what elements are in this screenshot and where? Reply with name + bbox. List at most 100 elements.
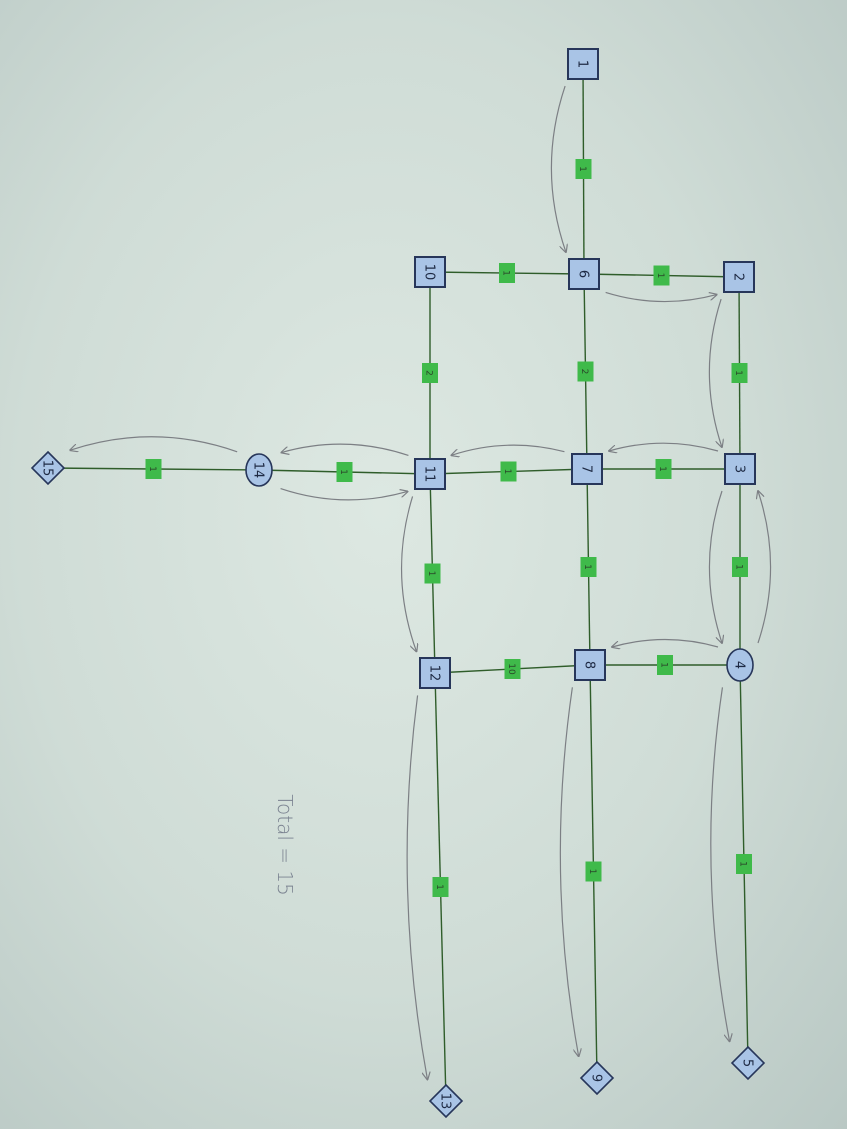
node-label-5: 5 [740, 1059, 755, 1067]
weight-box-2-3: 1 [731, 363, 748, 383]
path-arrow-6-2 [605, 291, 717, 303]
weight-label-3-4: 1 [734, 564, 744, 570]
weight-box-14-15: 1 [145, 459, 162, 479]
node-11-square [414, 458, 446, 490]
weight-box-4-8: 1 [657, 655, 673, 675]
path-arrow-1-6 [550, 85, 565, 252]
weight-label-1-6: 1 [577, 166, 587, 172]
node-label-15: 15 [40, 460, 55, 477]
weight-box-11-12: 1 [424, 563, 441, 584]
node-label-14: 14 [251, 462, 266, 479]
node-10: 10 [414, 256, 446, 288]
node-7: 7 [571, 453, 603, 485]
weight-box-1-6: 1 [575, 159, 592, 179]
weight-box-3-4: 1 [732, 557, 748, 577]
weight-box-4-5: 1 [736, 854, 752, 874]
weight-box-7-8: 1 [580, 557, 597, 577]
node-label-13: 13 [438, 1093, 453, 1110]
node-3-square [724, 453, 756, 485]
weight-box-12-13: 1 [432, 877, 449, 897]
node-12: 12 [419, 657, 451, 689]
weight-label-6-10: 1 [501, 270, 511, 276]
weight-box-8-9: 1 [585, 861, 602, 882]
node-5: 5 [730, 1045, 766, 1081]
weight-label-8-12: 10 [506, 663, 516, 675]
node-14-circle [245, 453, 273, 487]
path-arrow-14-11 [280, 487, 408, 501]
weight-box-6-10: 1 [499, 263, 515, 283]
node-label-4: 4 [732, 661, 747, 669]
weight-box-10-11: 2 [422, 363, 438, 383]
path-arrow-11-14 [281, 443, 409, 457]
node-4-circle [726, 648, 754, 682]
weight-label-6-7: 2 [579, 369, 589, 375]
node-13-diamond [428, 1083, 464, 1119]
path-arrow-3-4 [708, 490, 722, 643]
node-9-diamond [579, 1060, 615, 1096]
weight-box-6-7: 2 [577, 361, 594, 382]
path-arrow-4-5 [710, 687, 730, 1041]
weight-box-6-2: 1 [653, 265, 670, 286]
weight-label-7-8: 1 [582, 564, 592, 570]
node-13: 13 [428, 1083, 464, 1119]
path-arrow-2-3 [708, 298, 722, 447]
path-arrow-8-9 [559, 687, 578, 1056]
path-arrow-12-13 [406, 695, 427, 1079]
weight-label-11-14: 1 [338, 469, 348, 475]
path-arrow-11-12 [400, 496, 417, 651]
node-label-3: 3 [732, 465, 747, 473]
node-9: 9 [579, 1060, 615, 1096]
node-15: 15 [30, 450, 66, 486]
node-label-8: 8 [582, 661, 597, 669]
node-label-1: 1 [575, 60, 590, 68]
path-arrow-3-7 [609, 442, 719, 451]
weight-label-8-9: 1 [587, 869, 597, 875]
node-label-6: 6 [576, 270, 591, 278]
weight-label-4-8: 1 [659, 662, 669, 668]
weight-label-3-7: 1 [657, 466, 667, 472]
node-2: 2 [723, 261, 755, 293]
path-arrow-4-8 [612, 638, 719, 648]
weight-box-8-12: 10 [504, 659, 521, 679]
node-12-square [419, 657, 451, 689]
total-annotation: Total = 15 [273, 794, 297, 896]
weight-label-14-15: 1 [147, 466, 157, 472]
path-arrow-7-11 [451, 444, 565, 455]
node-1: 1 [567, 48, 599, 80]
weight-label-12-13: 1 [434, 884, 444, 890]
node-6: 6 [568, 258, 600, 290]
node-2-square [723, 261, 755, 293]
node-6-square [568, 258, 600, 290]
weight-box-3-7: 1 [655, 459, 672, 479]
weight-label-6-2: 1 [655, 273, 665, 279]
node-8-square [574, 649, 606, 681]
node-11: 11 [414, 458, 446, 490]
weight-label-11-12: 1 [426, 571, 436, 577]
node-label-7: 7 [579, 465, 594, 473]
node-14: 14 [245, 453, 273, 487]
node-5-diamond [730, 1045, 766, 1081]
path-arrows-layer [70, 85, 772, 1079]
weight-box-11-14: 1 [336, 462, 353, 482]
weight-label-10-11: 2 [424, 370, 434, 376]
node-label-11: 11 [422, 466, 437, 483]
node-8: 8 [574, 649, 606, 681]
path-arrow-14-15 [70, 436, 238, 452]
weight-label-4-5: 1 [738, 861, 748, 867]
node-7-square [571, 453, 603, 485]
node-label-12: 12 [427, 665, 442, 682]
node-label-10: 10 [422, 264, 437, 281]
node-10-square [414, 256, 446, 288]
weight-box-7-11: 1 [500, 461, 517, 482]
edges-layer [47, 63, 749, 1102]
node-4: 4 [726, 648, 754, 682]
weight-label-7-11: 1 [502, 469, 512, 475]
weight-label-2-3: 1 [733, 370, 743, 376]
node-3: 3 [724, 453, 756, 485]
node-1-square [567, 48, 599, 80]
node-label-2: 2 [731, 273, 746, 281]
node-15-diamond [30, 450, 66, 486]
